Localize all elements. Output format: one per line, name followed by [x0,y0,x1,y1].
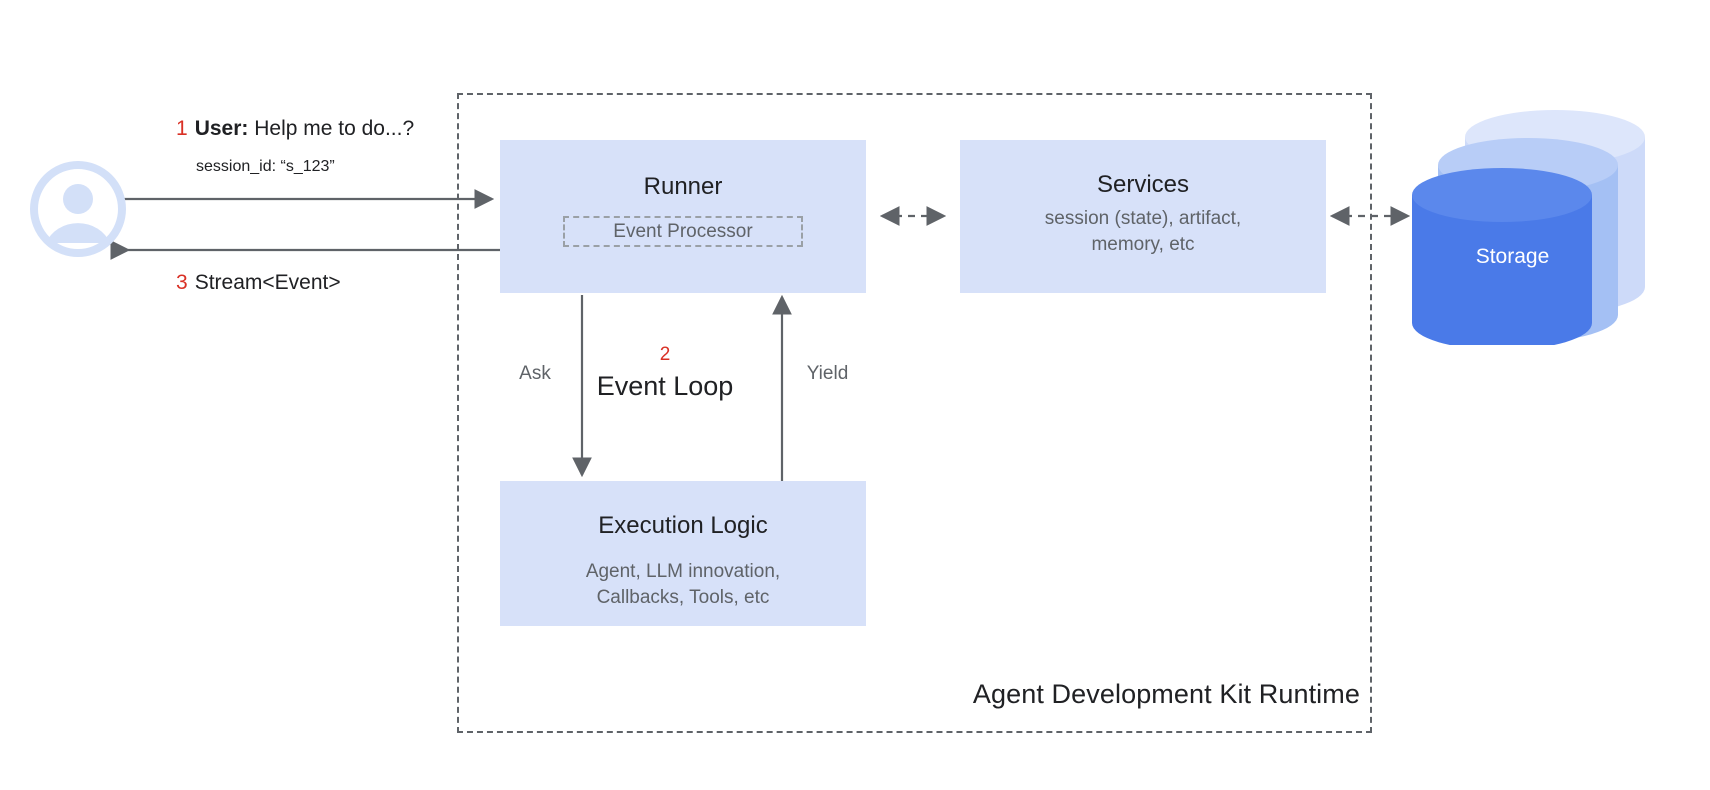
session-id-label: session_id: “s_123” [196,158,335,175]
execution-logic-title: Execution Logic [598,512,768,539]
step-number-2: 2 [659,344,671,365]
adk-runtime-label: Agent Development Kit Runtime [972,679,1360,709]
services-subtitle: session (state), artifact, memory, etc [1045,206,1241,258]
event-processor-label: Event Processor [613,220,753,242]
runner-title: Runner [643,173,723,200]
yield-label: Yield [806,363,849,384]
execution-logic-box[interactable]: Execution Logic Agent, LLM innovation, C… [500,481,866,626]
user-speaker-label: User: [194,117,249,140]
services-title: Services [1096,171,1190,198]
runner-box[interactable]: Runner Event Processor [500,140,866,293]
stream-response-label: 3 Stream<Event> [176,271,341,295]
database-cylinder-icon [1412,110,1645,345]
services-subtitle-line1: session (state), artifact, [1044,208,1242,229]
adk-runtime-container [457,93,1372,733]
step-number-1: 1 [176,117,188,140]
user-request-text: Help me to do...? [254,117,415,140]
storage-label: Storage [1475,245,1550,268]
execution-logic-subtitle-line1: Agent, LLM innovation, [585,561,781,582]
user-avatar-icon [30,161,126,257]
execution-logic-subtitle-line2: Callbacks, Tools, etc [596,587,770,609]
step-number-3: 3 [176,271,188,294]
execution-logic-subtitle: Agent, LLM innovation, Callbacks, Tools,… [586,559,780,611]
services-box[interactable]: Services session (state), artifact, memo… [960,140,1326,293]
event-processor-box[interactable]: Event Processor [563,216,803,247]
event-loop-title: Event Loop [596,370,734,401]
ask-label: Ask [519,363,551,384]
storage-cylinder-front [1412,168,1592,345]
services-subtitle-line2: memory, etc [1091,234,1195,256]
event-loop-group: 2 Event Loop [565,344,765,404]
storage-group[interactable]: Storage [1410,95,1700,345]
user-request-label: 1 User: Help me to do...? [176,117,414,141]
stream-response-text: Stream<Event> [194,271,341,294]
